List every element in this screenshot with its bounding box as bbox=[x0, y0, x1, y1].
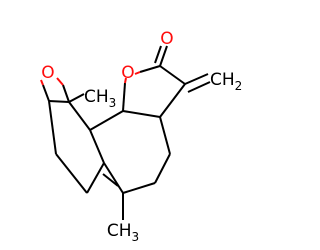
molecule-structure: O O O CH3 CH3 CH2 bbox=[40, 29, 242, 244]
methyl-top-subscript: 3 bbox=[109, 96, 117, 110]
bond bbox=[55, 153, 88, 194]
bond bbox=[159, 45, 168, 67]
bond-oxygen-segment bbox=[134, 71, 141, 75]
methyl-bottom-label: CH3 bbox=[107, 221, 139, 244]
bond bbox=[184, 73, 209, 85]
methyl-bottom-text: CH bbox=[107, 221, 132, 241]
bond bbox=[68, 101, 91, 131]
bond bbox=[122, 82, 126, 112]
bond bbox=[86, 162, 105, 194]
methyl-bottom-subscript: 3 bbox=[132, 230, 140, 244]
bond bbox=[102, 173, 119, 187]
bond bbox=[89, 110, 124, 131]
bond bbox=[122, 110, 161, 118]
oxygen-bond-segments bbox=[40, 71, 141, 86]
epoxide-oxygen-label: O bbox=[41, 63, 54, 83]
bond bbox=[187, 81, 211, 93]
methylene-text: CH bbox=[210, 70, 235, 90]
bond bbox=[154, 153, 171, 184]
bond bbox=[68, 93, 85, 103]
bond bbox=[139, 65, 161, 73]
methylene-label: CH2 bbox=[210, 70, 242, 93]
bond bbox=[89, 129, 105, 164]
bond bbox=[103, 162, 124, 194]
bond bbox=[42, 84, 50, 102]
bond bbox=[154, 45, 162, 64]
carbonyl-oxygen-label: O bbox=[160, 29, 173, 49]
bond bbox=[48, 100, 57, 155]
bond bbox=[159, 65, 186, 85]
atom-labels: O O O CH3 CH3 CH2 bbox=[41, 29, 242, 244]
methyl-top-label: CH3 bbox=[84, 87, 116, 110]
bond bbox=[122, 182, 156, 194]
bond-oxygen-segment bbox=[56, 77, 64, 86]
bond bbox=[159, 83, 186, 118]
bond bbox=[62, 84, 70, 103]
bond-oxygen-segment bbox=[124, 77, 127, 84]
bond-oxygen-segment bbox=[40, 79, 44, 86]
bond bbox=[159, 116, 171, 155]
bond bbox=[48, 100, 70, 103]
methyl-top-text: CH bbox=[84, 87, 109, 107]
methylene-subscript: 2 bbox=[235, 79, 243, 93]
bond-lines bbox=[42, 45, 211, 220]
lactone-ring-oxygen-label: O bbox=[121, 63, 134, 83]
